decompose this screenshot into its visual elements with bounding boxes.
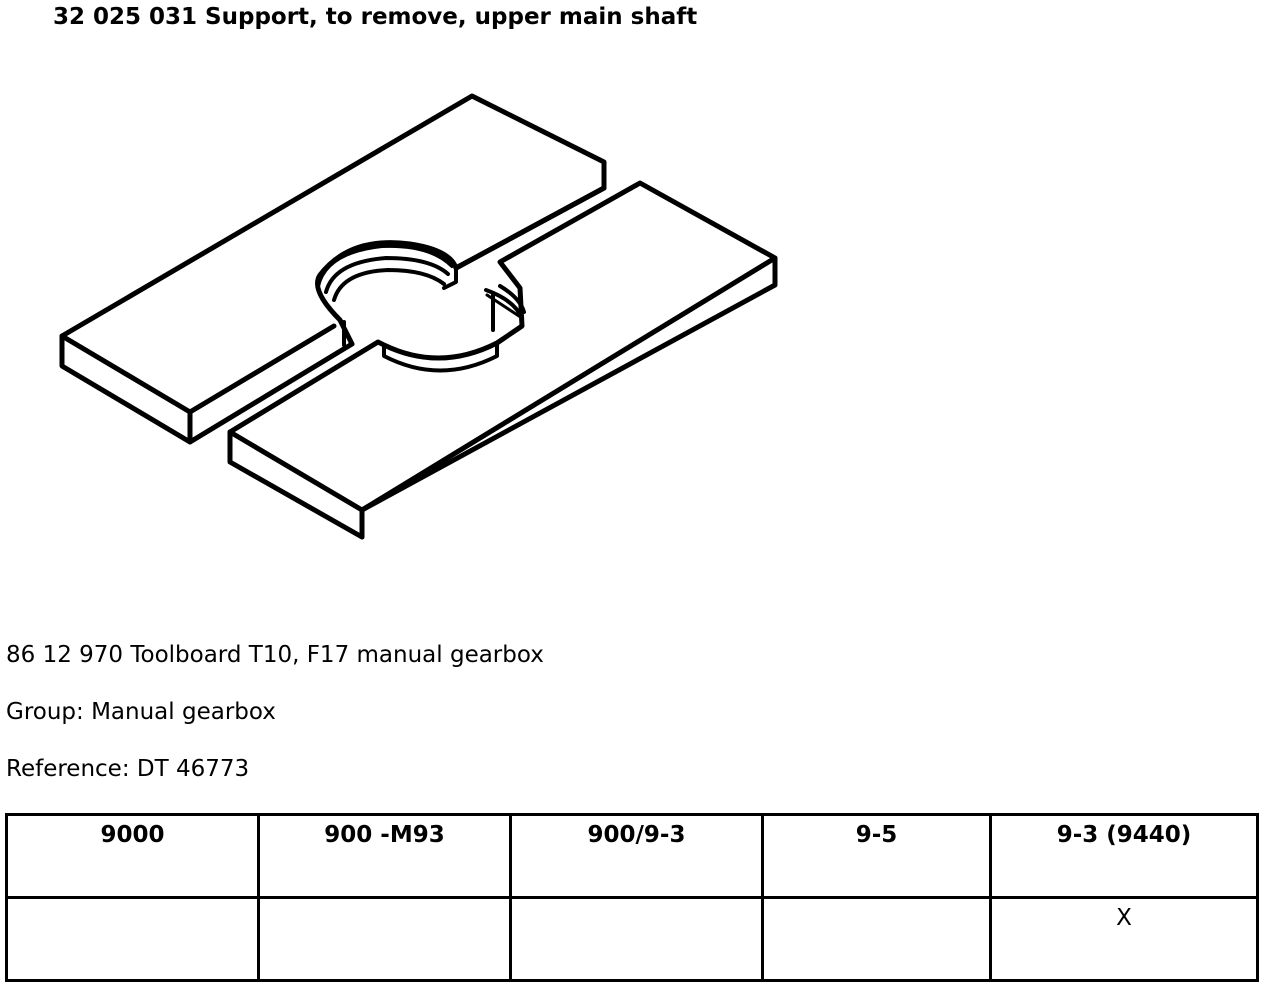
table-cell — [257, 896, 512, 982]
table-header-row: 9000 900 -M93 900/9-3 9-5 9-3 (9440) — [5, 813, 1259, 899]
table-header-cell: 9000 — [5, 813, 260, 899]
group-text: Group: Manual gearbox — [6, 699, 276, 725]
reference-text: Reference: DT 46773 — [6, 756, 250, 782]
lower-plate-drawing — [227, 180, 778, 540]
table-cell — [5, 896, 260, 982]
table-header-cell: 900/9-3 — [509, 813, 764, 899]
upper-plate-drawing — [59, 93, 607, 445]
table-cell — [761, 896, 992, 982]
models-compatibility-table: 9000 900 -M93 900/9-3 9-5 9-3 (9440) X — [5, 813, 1259, 982]
shaft-bore-drawing — [316, 243, 526, 320]
toolboard-text: 86 12 970 Toolboard T10, F17 manual gear… — [6, 642, 544, 668]
split-support-plates-drawing-icon — [59, 93, 778, 540]
table-row: X — [5, 896, 1259, 982]
page-title: 32 025 031 Support, to remove, upper mai… — [53, 4, 698, 30]
table-header-cell: 900 -M93 — [257, 813, 512, 899]
table-cell — [509, 896, 764, 982]
table-header-cell: 9-3 (9440) — [989, 813, 1259, 899]
table-cell: X — [989, 896, 1259, 982]
table-header-cell: 9-5 — [761, 813, 992, 899]
